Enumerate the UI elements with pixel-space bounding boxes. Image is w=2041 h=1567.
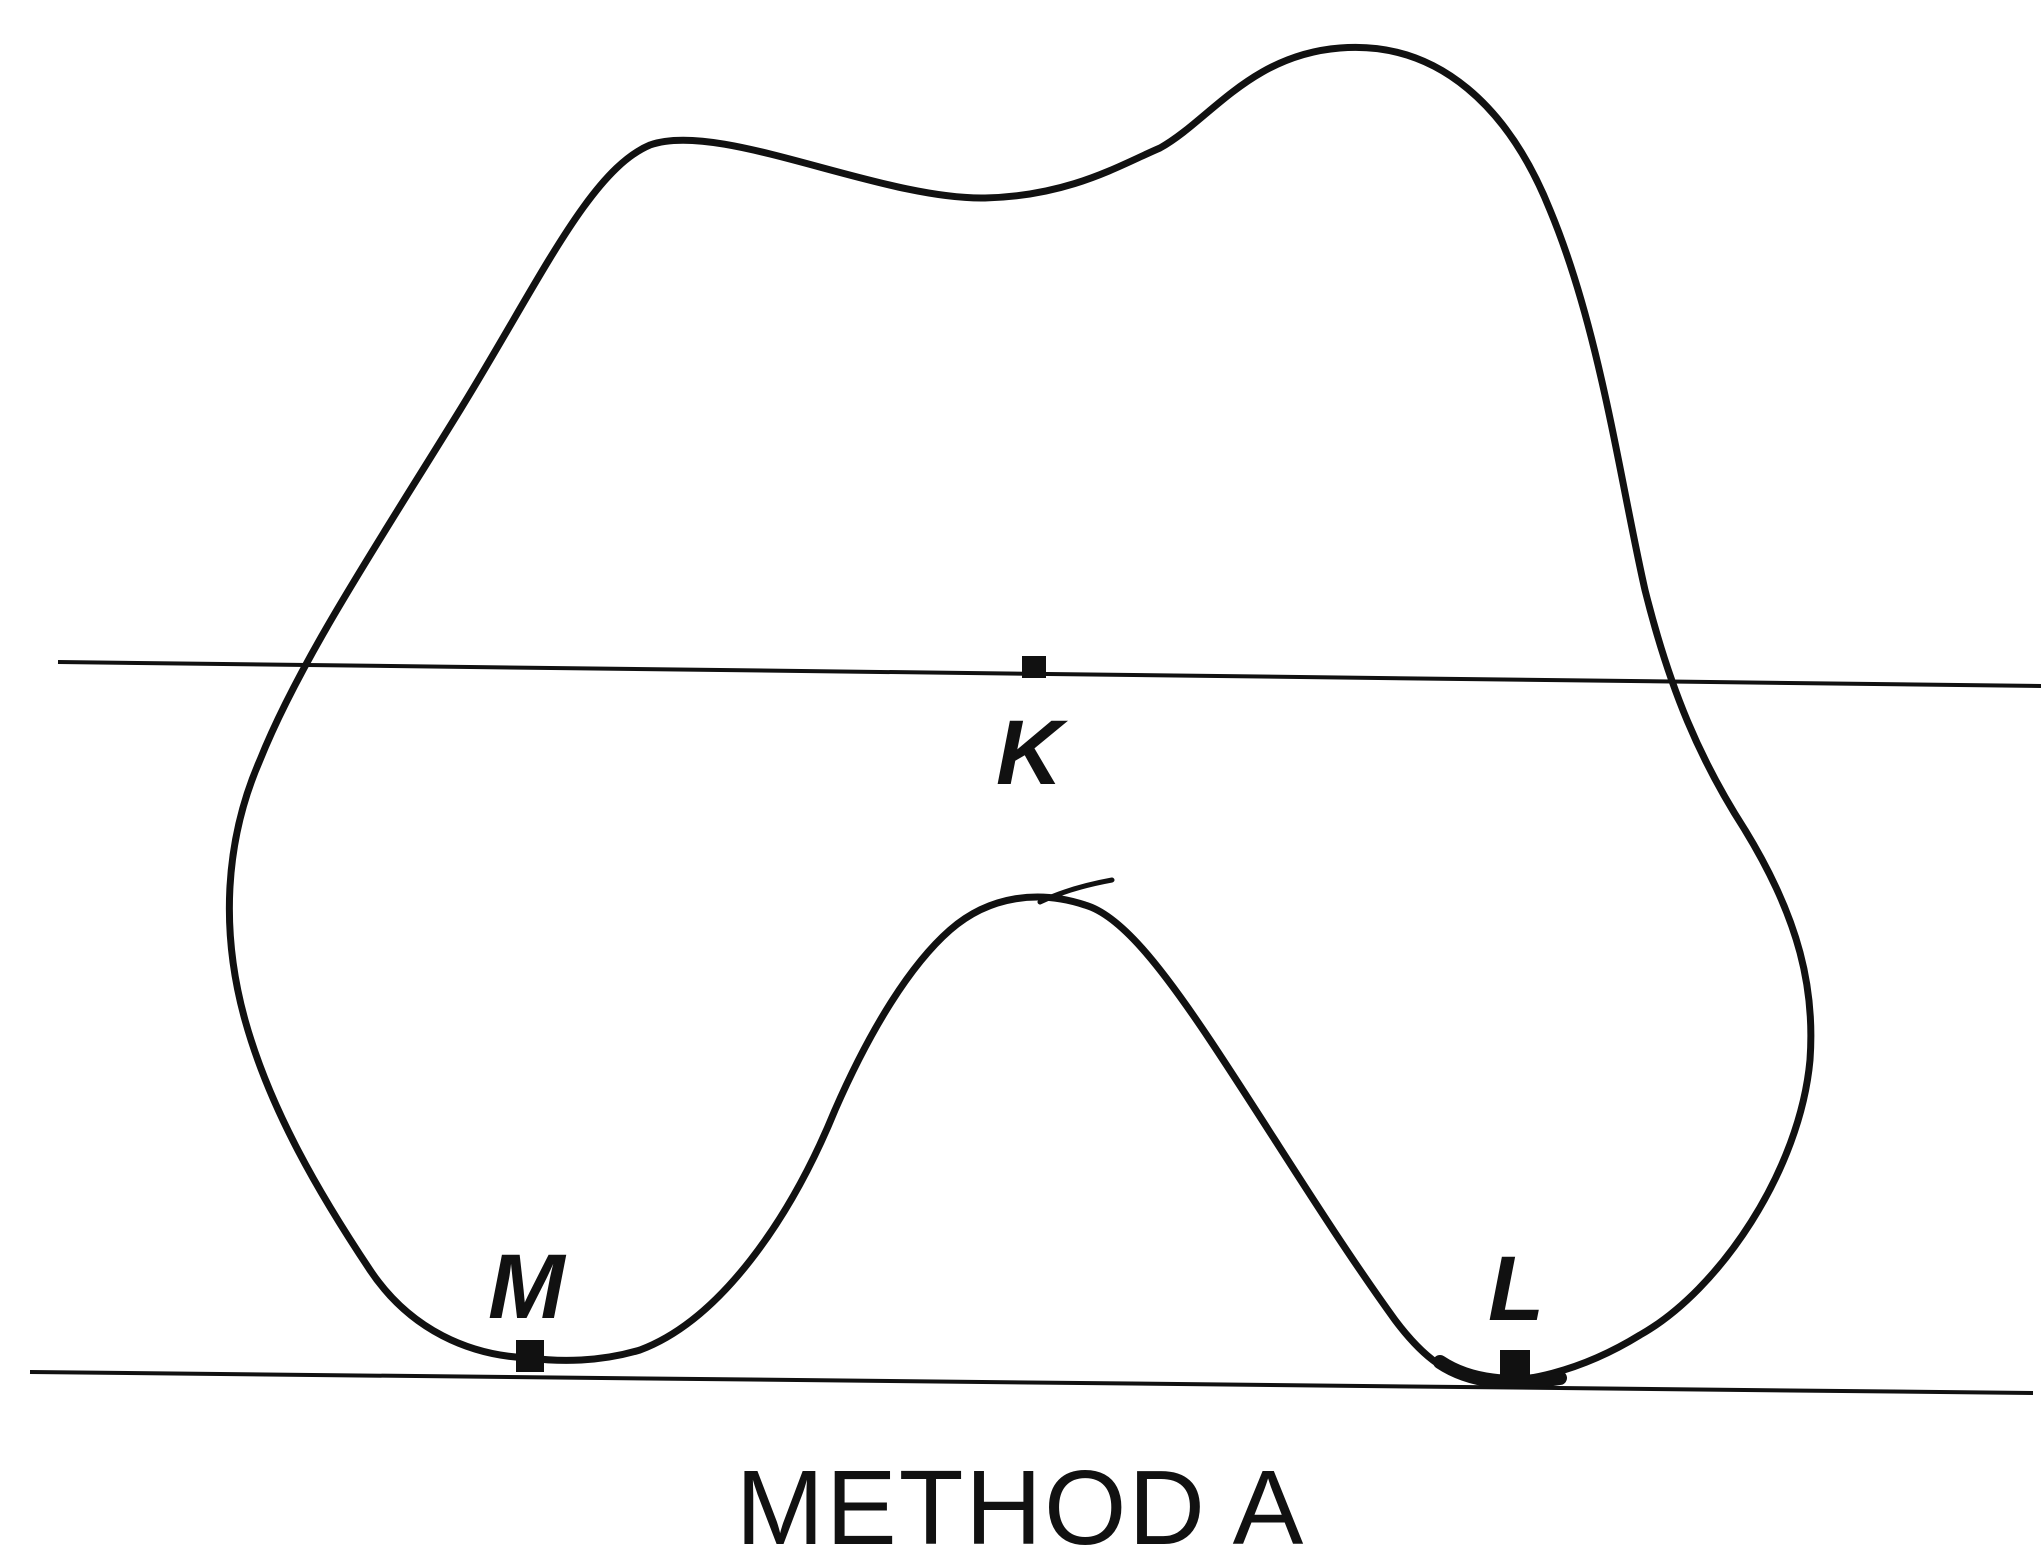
point-l-marker [1500, 1350, 1530, 1382]
lateral-contact-thickening [1433, 1355, 1567, 1389]
condyle-outline [225, 43, 1815, 1385]
notch-hook [1037, 877, 1115, 905]
upper-reference-line [57, 660, 2041, 688]
point-k-label: K [996, 702, 1069, 804]
point-l-label: L [1488, 1238, 1544, 1340]
figure-caption: METHOD A [735, 1449, 1306, 1567]
point-k-marker [1022, 656, 1046, 678]
lower-tangent-line [29, 1370, 2034, 1395]
point-m-label: M [488, 1236, 567, 1338]
point-m-marker [516, 1340, 544, 1372]
